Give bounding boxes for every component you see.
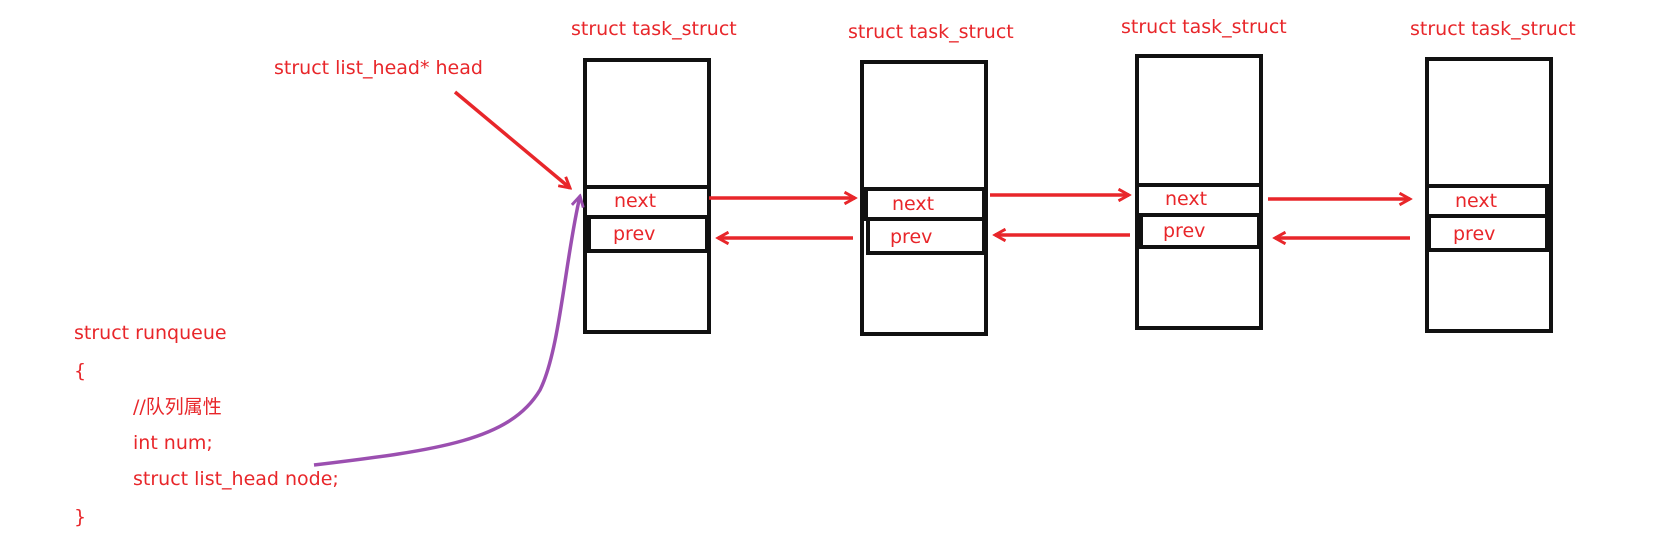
node-1-prev-label: prev [613,223,656,245]
code-line-close-brace: } [74,506,87,528]
task-node-4 [1425,57,1553,333]
node-4-next-label: next [1455,190,1498,212]
head-label: struct list_head* head [274,57,483,79]
code-line-open-brace: { [74,360,87,382]
node-link-curve [313,196,580,467]
node-3-prev-label: prev [1163,220,1206,242]
node-title-2: struct task_struct [848,21,1014,43]
node-2-next-label: next [892,193,935,215]
code-line-comment: //队列属性 [133,396,222,418]
task-node-1 [583,58,711,334]
node-title-3: struct task_struct [1121,16,1287,38]
node-title-4: struct task_struct [1410,18,1576,40]
node-1-next-label: next [614,190,657,212]
node-4-prev-label: prev [1453,223,1496,245]
code-line-node: struct list_head node; [133,468,339,490]
code-line-num: int num; [133,432,213,454]
node-2-prev-label: prev [890,226,933,248]
node-3-next-label: next [1165,188,1208,210]
code-line-struct: struct runqueue [74,322,227,344]
task-node-2 [860,60,988,336]
task-node-3 [1135,54,1263,330]
head-pointer-arrow [453,90,570,188]
node-title-1: struct task_struct [571,18,737,40]
